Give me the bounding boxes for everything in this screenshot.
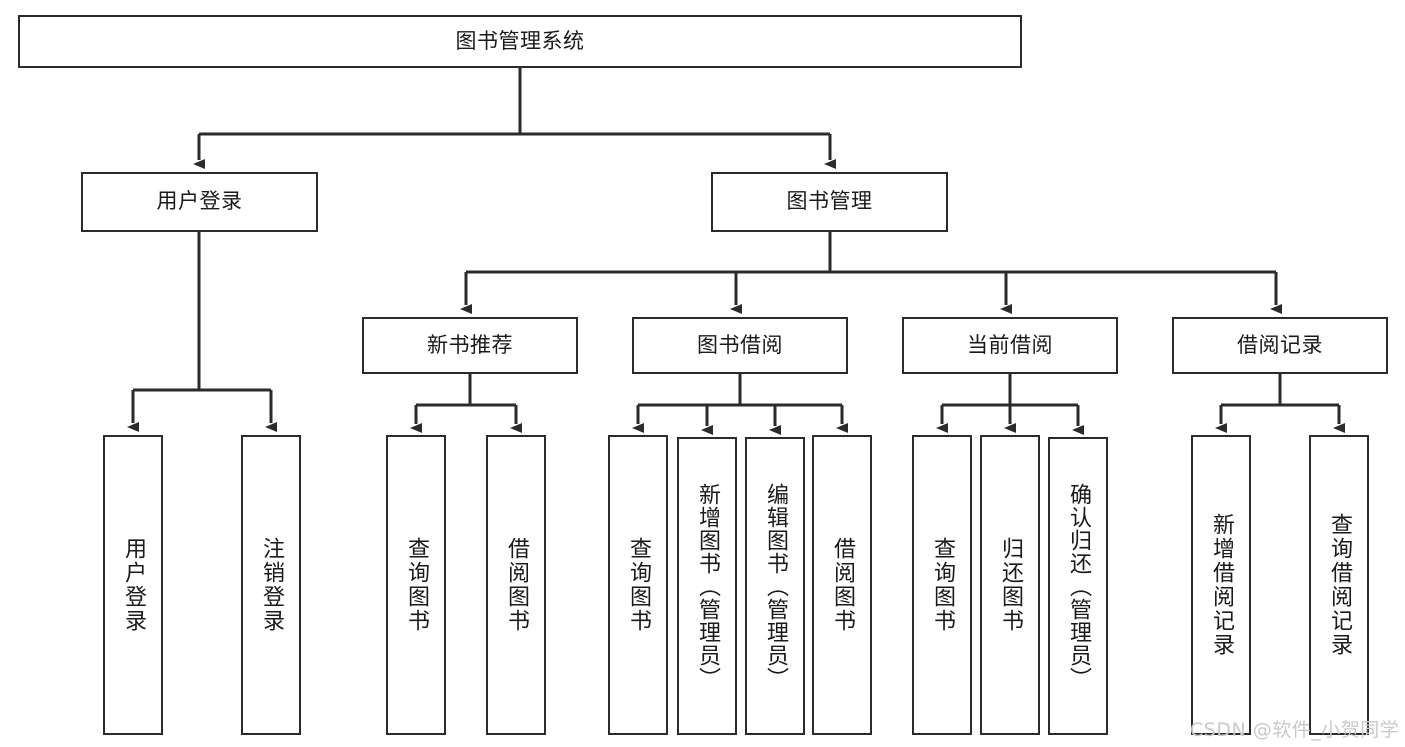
- node-leaf-borrow-book[interactable]: 借阅图书: [812, 435, 872, 735]
- watermark-text: CSDN @软件_小贺同学: [1190, 719, 1400, 741]
- node-label: 借阅记录: [1237, 332, 1323, 357]
- node-label: 借阅图书: [503, 537, 529, 633]
- node-current-borrow[interactable]: 当前借阅: [902, 317, 1118, 374]
- node-leaf-query-book-newbook[interactable]: 查询图书: [386, 435, 446, 735]
- node-label: 用户登录: [156, 189, 243, 214]
- node-label: 查询借阅记录: [1326, 513, 1352, 657]
- node-user-login[interactable]: 用户登录: [81, 172, 318, 232]
- node-leaf-logout[interactable]: 注销登录: [241, 435, 301, 735]
- node-label: 查询图书: [929, 537, 955, 633]
- node-leaf-add-book-admin[interactable]: 新增图书（管理员）: [677, 437, 737, 735]
- node-label: 新增借阅记录: [1208, 513, 1234, 657]
- node-label: 新书推荐: [427, 332, 513, 357]
- node-leaf-confirm-return-admin[interactable]: 确认归还（管理员）: [1048, 437, 1108, 735]
- node-label: 当前借阅: [967, 332, 1053, 357]
- node-label: 图书借阅: [697, 332, 783, 357]
- node-leaf-add-borrow-record[interactable]: 新增借阅记录: [1191, 435, 1251, 735]
- node-label: 查询图书: [625, 537, 651, 633]
- node-label: 新增图书（管理员）: [694, 482, 720, 690]
- node-label: 确认归还（管理员）: [1065, 482, 1091, 690]
- node-root-system[interactable]: 图书管理系统: [18, 15, 1022, 68]
- node-label: 注销登录: [258, 537, 284, 633]
- node-leaf-borrow-book-newbook[interactable]: 借阅图书: [486, 435, 546, 735]
- node-leaf-return-book[interactable]: 归还图书: [980, 435, 1040, 735]
- node-leaf-query-book-borrow[interactable]: 查询图书: [608, 435, 668, 735]
- node-label: 编辑图书（管理员）: [762, 482, 788, 690]
- node-leaf-query-borrow-record[interactable]: 查询借阅记录: [1309, 435, 1369, 735]
- node-label: 图书管理系统: [455, 28, 585, 53]
- node-leaf-query-book-current[interactable]: 查询图书: [912, 435, 972, 735]
- node-label: 借阅图书: [829, 537, 855, 633]
- node-label: 归还图书: [997, 537, 1023, 633]
- node-leaf-edit-book-admin[interactable]: 编辑图书（管理员）: [745, 437, 805, 735]
- node-label: 用户登录: [120, 537, 146, 633]
- node-book-borrow[interactable]: 图书借阅: [632, 317, 848, 374]
- node-label: 图书管理: [786, 189, 873, 214]
- node-new-book-recommend[interactable]: 新书推荐: [362, 317, 578, 374]
- node-borrow-record[interactable]: 借阅记录: [1172, 317, 1388, 374]
- node-book-management[interactable]: 图书管理: [711, 172, 948, 232]
- node-label: 查询图书: [403, 537, 429, 633]
- node-leaf-user-login[interactable]: 用户登录: [103, 435, 163, 735]
